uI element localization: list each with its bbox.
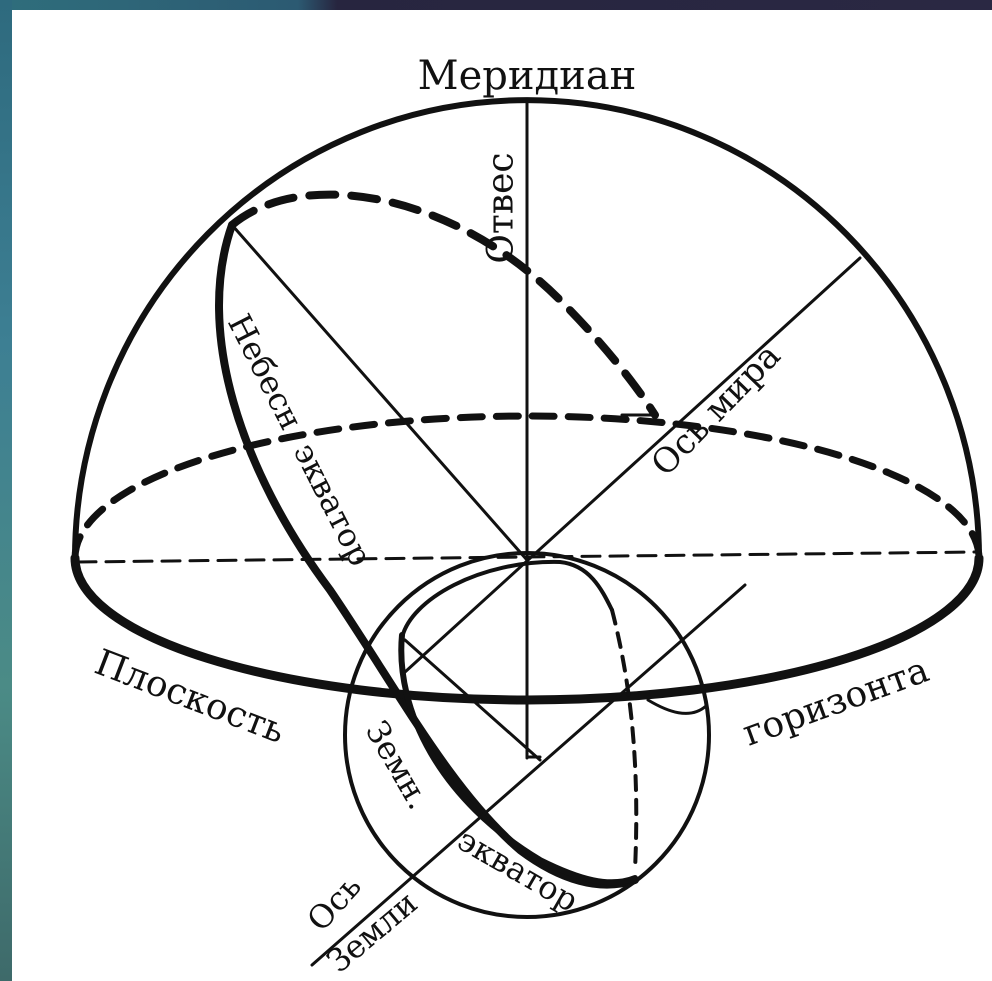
world-axis-label: Ось мира (643, 336, 788, 484)
meridian-back-dashed (232, 195, 655, 415)
meridian-label: Меридиан (418, 53, 637, 99)
plumb-label: Отвес (481, 152, 522, 263)
frame-left-strip (0, 0, 12, 981)
horizon-plane-label-left: Плоскость (89, 642, 290, 752)
earth-equator-label-1: Земн. (358, 714, 439, 816)
world-axis-line (405, 258, 860, 672)
earth-equator-dashed (612, 610, 636, 870)
horizon-hook (648, 700, 706, 713)
frame-top-strip (0, 0, 992, 10)
earth-equator-back (402, 562, 612, 638)
earth-equator-front (401, 635, 635, 882)
